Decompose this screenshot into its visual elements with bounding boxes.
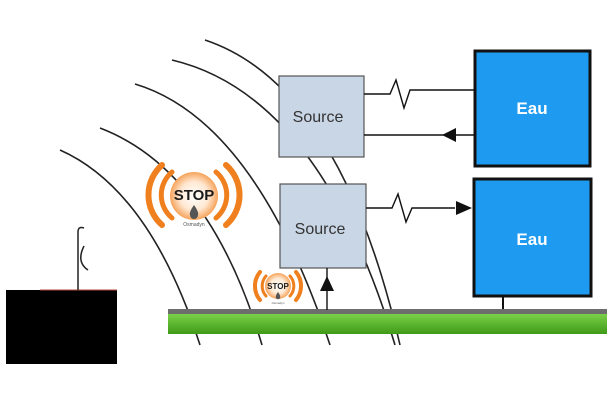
wire-bottom-zigzag <box>366 191 455 225</box>
antenna-hook <box>80 245 89 271</box>
transmitter <box>6 226 117 364</box>
arrow-left-icon <box>442 128 456 142</box>
wire-top-zigzag <box>364 77 475 111</box>
pipe-grey-line <box>168 309 607 314</box>
wave-arc-1 <box>59 149 201 346</box>
tank-top-label: Eau <box>516 99 547 118</box>
arrow-up-icon <box>320 276 334 291</box>
wave-arc-3 <box>134 83 331 346</box>
arrow-right-icon <box>456 201 472 215</box>
stop-badge-small: STOP Osmadyn <box>252 270 304 305</box>
tank-top: Eau <box>473 49 592 168</box>
stop-badge-large: STOP Osmadyn <box>145 162 243 228</box>
stop-large-text: STOP <box>174 187 215 204</box>
ground-pipe <box>168 309 607 334</box>
droplet-icon-small <box>275 292 281 300</box>
source-top: Source <box>278 75 365 158</box>
transmitter-box <box>6 290 117 364</box>
source-top-label: Source <box>293 109 344 126</box>
stop-small-text: STOP <box>267 282 289 291</box>
droplet-icon <box>189 205 199 219</box>
antenna-icon <box>77 226 85 290</box>
stop-large-brand: Osmadyn <box>183 222 205 228</box>
source-bottom: Source <box>279 183 367 269</box>
tank-bottom-label: Eau <box>516 230 547 249</box>
source-bottom-label: Source <box>295 221 346 238</box>
stop-small-brand: Osmadyn <box>272 301 285 305</box>
tank-bottom: Eau <box>472 177 593 309</box>
pipe-green-bar <box>168 314 607 334</box>
